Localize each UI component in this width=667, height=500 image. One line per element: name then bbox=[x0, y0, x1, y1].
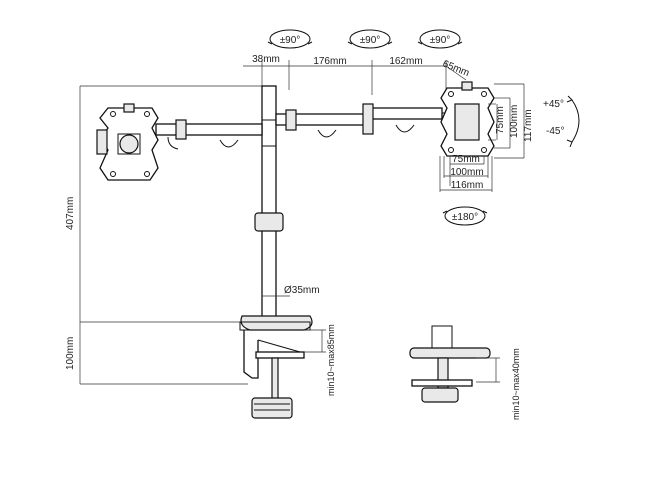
vesa-h100-label: 100mm bbox=[450, 167, 483, 178]
pole-height-dimension bbox=[79, 85, 262, 385]
tilt-left-label: ±90° bbox=[280, 35, 301, 46]
vesa-v100-label: 100mm bbox=[509, 105, 520, 138]
desk-clamp bbox=[239, 315, 313, 419]
tilt-badge-mid: ±90° bbox=[347, 29, 393, 49]
clamp-range-dimension bbox=[304, 329, 326, 353]
tilt-mid-label: ±90° bbox=[360, 35, 381, 46]
base-height-label: 100mm bbox=[65, 337, 76, 370]
clamp-range-label: min10~max85mm bbox=[326, 324, 336, 396]
swivel-badge: ±180° bbox=[442, 206, 488, 226]
tilt-down-label: -45° bbox=[546, 126, 564, 137]
grommet-range-dimension bbox=[476, 357, 500, 383]
dim-38-label: 38mm bbox=[252, 54, 280, 65]
right-vesa-plate bbox=[440, 81, 495, 157]
vesa-v75-label: 75mm bbox=[495, 106, 506, 134]
tilt-badge-right: ±90° bbox=[417, 29, 463, 49]
pole-diameter-label: Ø35mm bbox=[284, 285, 320, 296]
swivel-label: ±180° bbox=[452, 212, 478, 223]
pole-height-label: 407mm bbox=[65, 197, 76, 230]
tilt-arc-arrow bbox=[566, 95, 580, 148]
tilt-right-label: ±90° bbox=[430, 35, 451, 46]
grommet-range-label: min10~max40mm bbox=[511, 348, 521, 420]
vesa-horizontal-dims bbox=[439, 156, 493, 192]
right-arm bbox=[275, 103, 454, 138]
dim-176-label: 176mm bbox=[313, 56, 346, 67]
pole-collar bbox=[254, 212, 284, 232]
left-arm bbox=[155, 119, 263, 150]
vesa-vertical-dims bbox=[488, 83, 525, 159]
left-vesa-plate bbox=[96, 103, 159, 181]
tilt-up-label: +45° bbox=[543, 99, 564, 110]
vesa-v117-label: 117mm bbox=[523, 109, 534, 142]
vesa-h116-label: 116mm bbox=[451, 180, 484, 191]
tilt-badge-left: ±90° bbox=[267, 29, 313, 49]
grommet-mount bbox=[409, 325, 491, 403]
vesa-h75-label: 75mm bbox=[452, 154, 480, 165]
pole bbox=[254, 85, 290, 323]
dim-162-label: 162mm bbox=[389, 56, 422, 67]
dim-65-label: 65mm bbox=[441, 59, 471, 80]
